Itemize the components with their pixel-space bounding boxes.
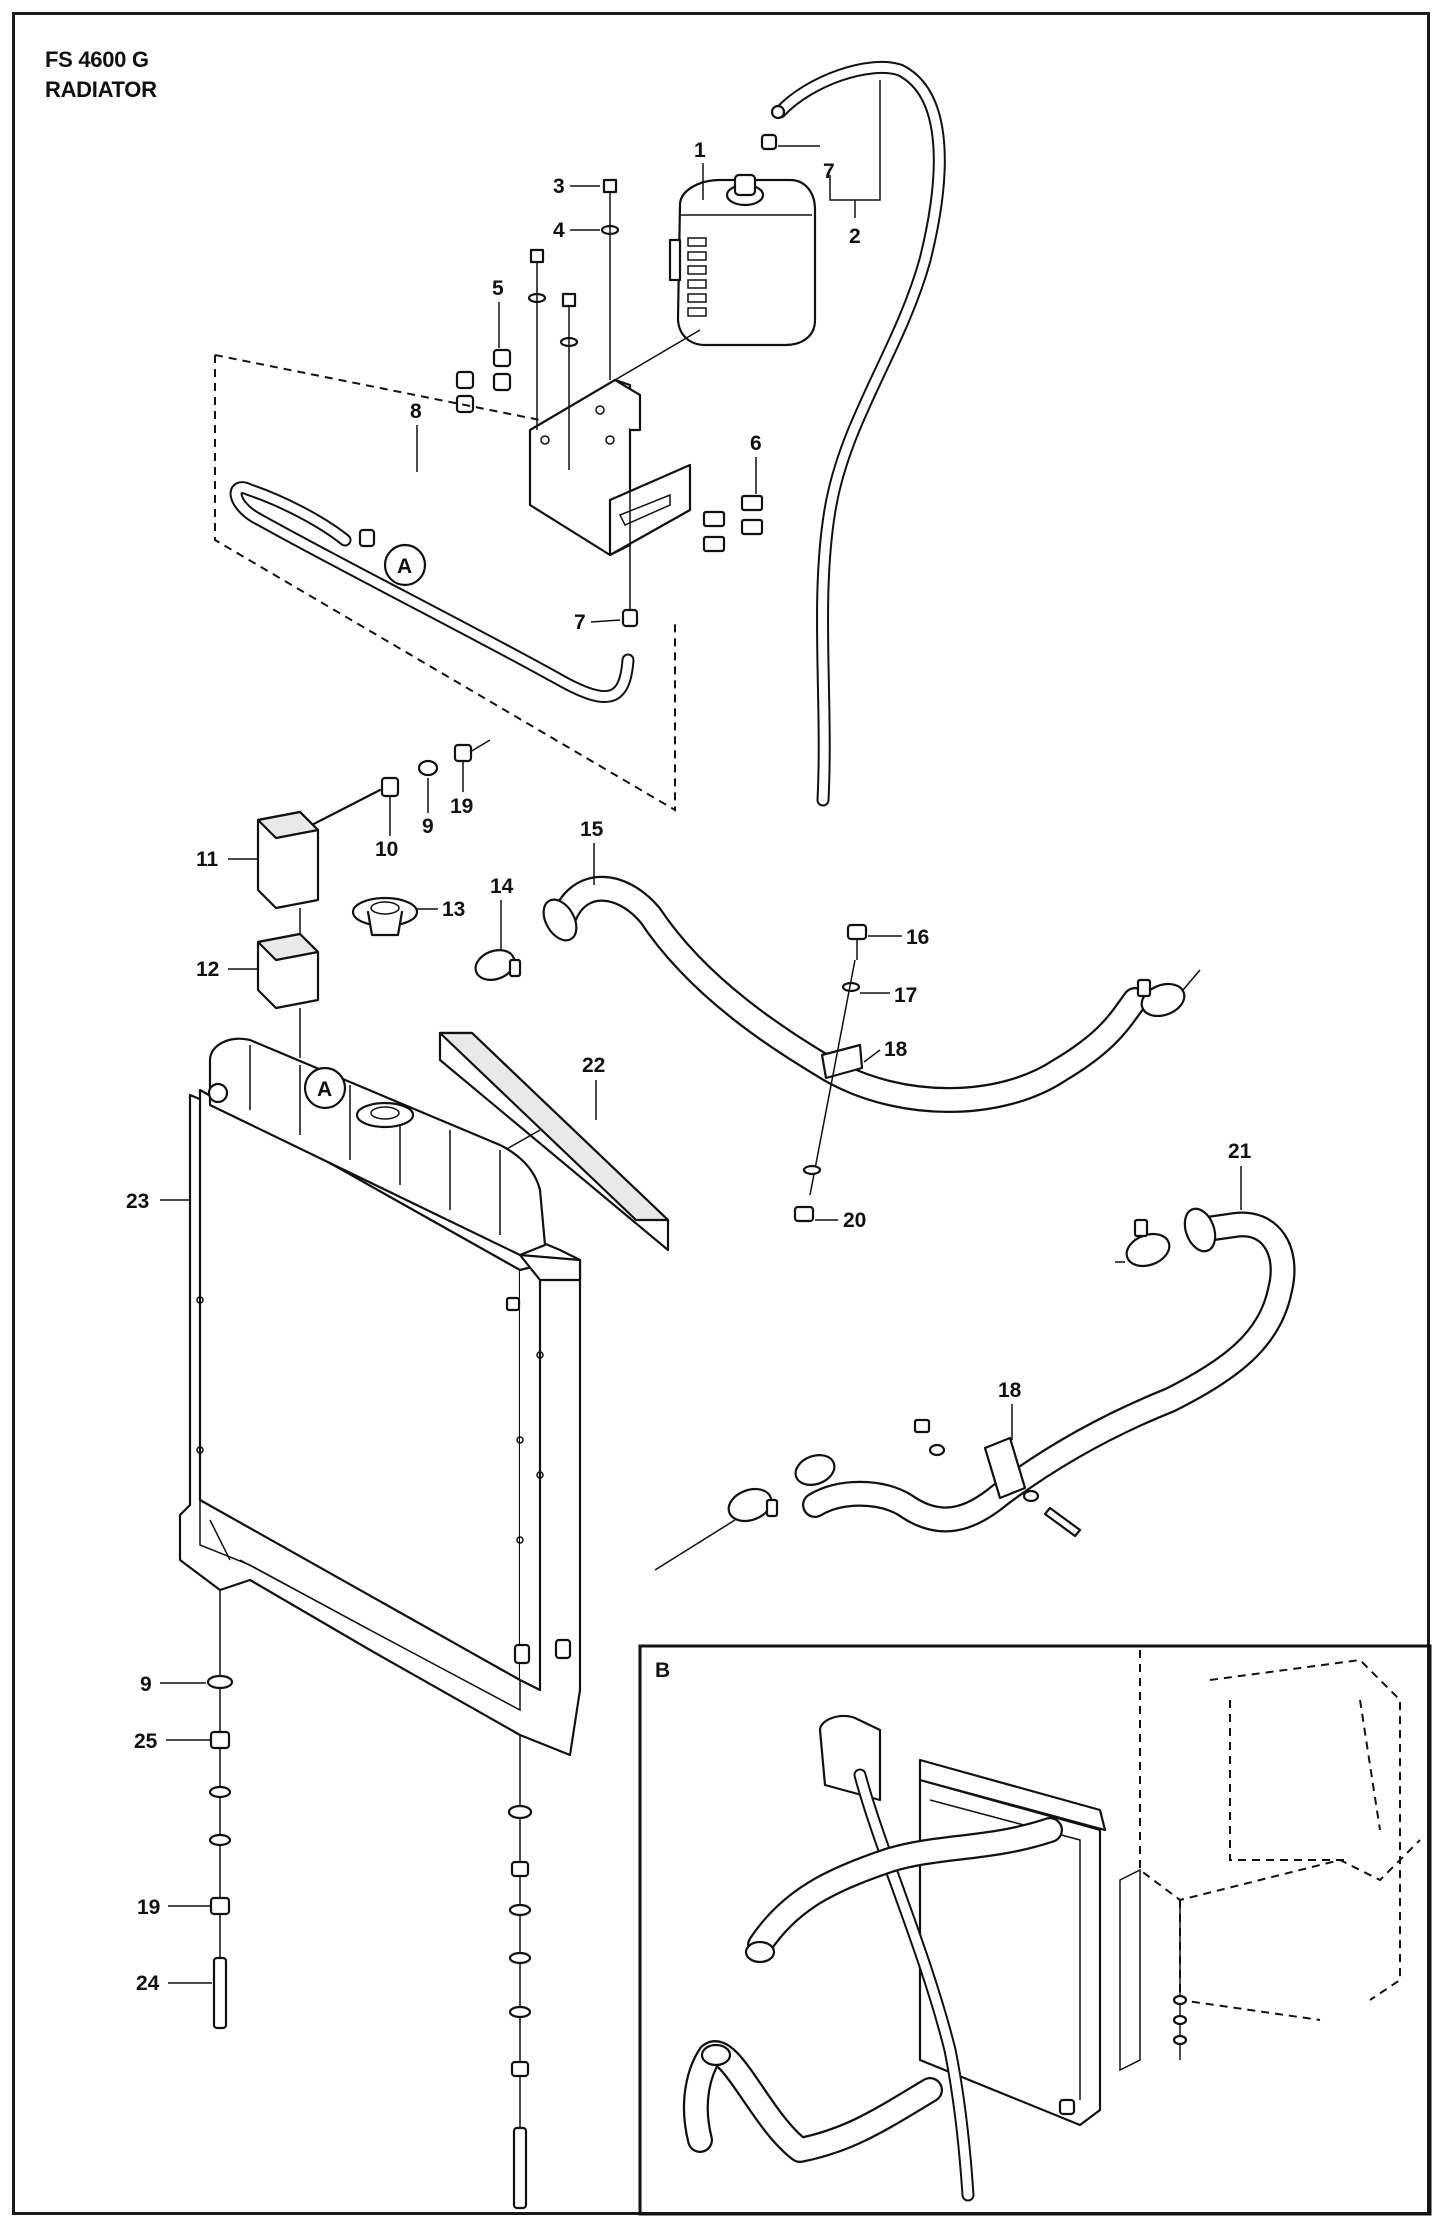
inset-label: B xyxy=(655,1659,670,1682)
hose-clamps-14 xyxy=(474,949,1201,1018)
inset-b: B xyxy=(638,1644,1432,2216)
callout-14: 14 xyxy=(490,875,514,898)
hose-group-8: A xyxy=(214,354,676,812)
callout-15: 15 xyxy=(580,818,604,841)
callout-19-lower: 19 xyxy=(137,1896,160,1919)
callout-2: 2 xyxy=(849,225,861,248)
bolts-6 xyxy=(702,494,764,553)
callouts: 1 2 3 4 5 6 7 7 8 9 9 10 11 12 13 14 xyxy=(126,80,1252,1995)
callout-8: 8 xyxy=(410,400,422,423)
tank-bracket xyxy=(528,329,701,557)
mount-stack-right xyxy=(507,1735,533,2210)
callout-23: 23 xyxy=(126,1190,149,1213)
model-name: FS 4600 G xyxy=(45,47,149,72)
radiator-cap xyxy=(351,896,419,937)
callout-18-upper: 18 xyxy=(884,1038,908,1061)
callout-17: 17 xyxy=(894,984,917,1007)
rubber-pads xyxy=(256,810,320,1058)
reference-marker-a-upper: A xyxy=(397,555,412,578)
callout-10: 10 xyxy=(375,838,398,861)
callout-3: 3 xyxy=(553,175,565,198)
callout-7-top: 7 xyxy=(823,160,835,183)
callout-18-lower: 18 xyxy=(998,1379,1022,1402)
foam-strip xyxy=(438,1031,670,1252)
lower-clamps xyxy=(654,1218,1171,1571)
callout-1: 1 xyxy=(694,139,706,162)
inset-b-assembly xyxy=(682,1650,1421,2202)
callout-4: 4 xyxy=(553,219,565,242)
overflow-hose xyxy=(773,60,946,807)
upper-hose xyxy=(542,875,1148,1113)
reference-marker-a-lower: A xyxy=(317,1078,332,1101)
callout-5: 5 xyxy=(492,277,504,300)
callout-7-lower: 7 xyxy=(574,611,586,634)
bracket-bolt-16 xyxy=(793,923,868,1223)
callout-13: 13 xyxy=(442,898,465,921)
callout-16: 16 xyxy=(906,926,929,949)
diagram-title: FS 4600 G RADIATOR xyxy=(45,45,157,105)
radiator: A xyxy=(178,1037,582,1757)
callout-22: 22 xyxy=(582,1054,605,1077)
expansion-tank xyxy=(668,173,817,347)
callout-9-upper: 9 xyxy=(422,815,434,838)
callout-25: 25 xyxy=(134,1730,158,1753)
callout-20: 20 xyxy=(843,1209,866,1232)
lower-hose xyxy=(794,1207,1296,1533)
callout-9-lower: 9 xyxy=(140,1673,152,1696)
hose-clip-top xyxy=(760,104,786,151)
nuts-5 xyxy=(455,348,512,414)
callout-24: 24 xyxy=(136,1972,160,1995)
pin-and-washers xyxy=(300,739,491,832)
callout-19-upper: 19 xyxy=(450,795,473,818)
callout-21: 21 xyxy=(1228,1140,1252,1163)
bracket-screws xyxy=(527,178,631,615)
callout-11: 11 xyxy=(196,848,219,871)
section-name: RADIATOR xyxy=(45,77,157,102)
callout-6: 6 xyxy=(750,432,762,455)
mount-stack-left xyxy=(206,1590,234,2030)
callout-12: 12 xyxy=(196,958,219,981)
